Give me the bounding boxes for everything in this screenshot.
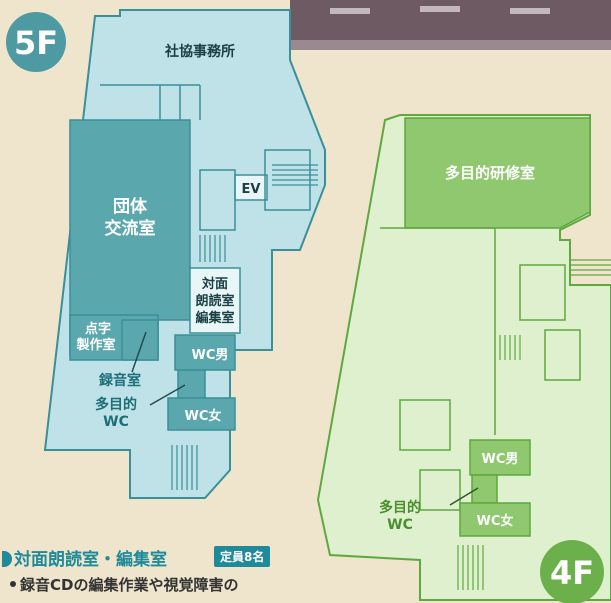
badge-4f: 4F (550, 554, 594, 592)
label-multipurpose-5f-1: 多目的 (95, 396, 137, 413)
label-wc-women-4f: WC女 (477, 513, 514, 529)
floor4-plan (316, 114, 611, 603)
label-wc-men-5f: WC男 (192, 348, 229, 363)
reading-room (189, 267, 241, 334)
label-ev: EV (242, 182, 261, 197)
capacity-badge: 定員8名 (214, 546, 271, 567)
floor5-plan (6, 9, 326, 499)
floor5-badge (6, 12, 66, 72)
badge-5f: 5F (14, 24, 58, 62)
training-room (404, 117, 591, 229)
floor4-badge (540, 540, 604, 603)
label-training-room: 多目的研修室 (445, 164, 535, 182)
room-description: 録音CDの編集作業や視覚障害の (10, 574, 238, 595)
label-multipurpose-4f-1: 多目的 (379, 499, 421, 516)
wc-women-5f (167, 397, 236, 431)
label-reading-3: 編集室 (195, 310, 234, 326)
label-multipurpose-5f-2: WC (103, 414, 129, 430)
label-reading-2: 朗読室 (195, 293, 234, 309)
label-braille-2: 製作室 (75, 337, 115, 353)
wc-men-5f (174, 334, 236, 371)
label-group-room-2: 交流室 (105, 218, 156, 239)
heading-bullet-icon (2, 551, 12, 567)
wc-men-4f (469, 439, 531, 476)
label-group-room-1: 団体 (113, 196, 148, 217)
label-wc-women-5f: WC女 (185, 408, 222, 424)
label-wc-men-4f: WC男 (482, 452, 519, 467)
label-social-welfare-office: 社協事務所 (164, 43, 235, 60)
recording-room (121, 319, 159, 361)
label-multipurpose-4f-2: WC (387, 517, 413, 533)
description-bullet-icon (10, 581, 16, 587)
label-recording-room: 録音室 (99, 372, 141, 389)
wc-women-4f (459, 502, 531, 537)
label-reading-1: 対面 (201, 276, 228, 292)
ev-box (234, 174, 268, 201)
section-heading: 対面朗読室・編集室 (2, 545, 167, 570)
label-braille-1: 点字 (85, 321, 111, 337)
multipurpose-wc-5f (177, 369, 206, 399)
